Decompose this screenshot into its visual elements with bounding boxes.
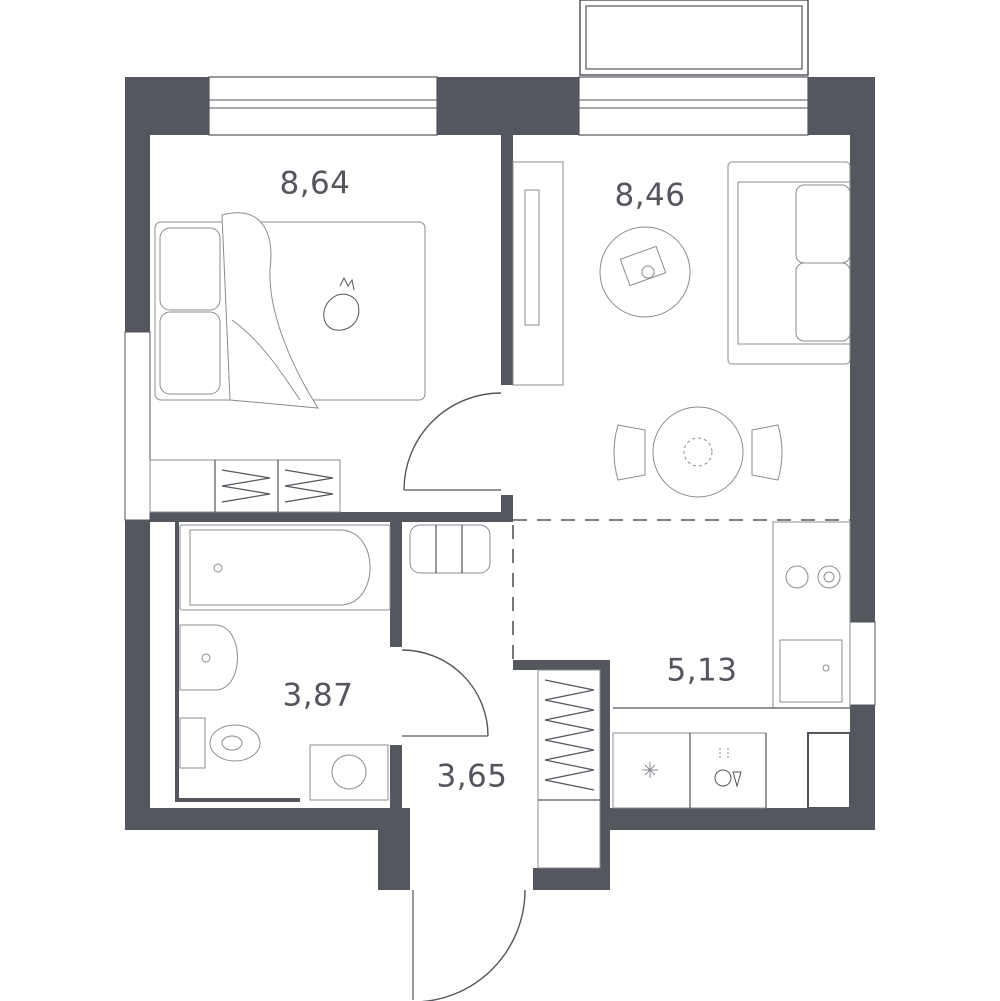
bathtub [179,524,391,611]
cat-icon [323,276,360,331]
doors [401,392,526,1001]
washing-machine [309,744,389,801]
toilet [179,717,261,769]
bed [154,212,426,409]
room-area-kitchen: 5,13 [666,653,737,689]
sofa [727,161,851,365]
sink [179,624,238,691]
coffee-table [599,226,691,318]
wardrobe [149,459,341,513]
balcony [579,0,809,76]
windows [124,76,876,706]
snowflake-icon [642,762,658,778]
zone-separator [512,519,850,660]
dishwasher-icon [714,748,742,788]
tv-unit [512,161,564,386]
room-area-bedroom: 8,64 [279,166,350,202]
room-area-living: 8,46 [614,178,685,214]
room-area-hallway: 3,65 [436,759,507,795]
hallway-bench [409,524,491,574]
dining-set [613,406,783,498]
interior-walls [150,135,851,809]
kitchen-counter [612,521,851,809]
room-area-bathroom: 3,87 [282,678,353,714]
hallway-wardrobe [537,669,601,869]
exterior-walls [125,77,875,890]
